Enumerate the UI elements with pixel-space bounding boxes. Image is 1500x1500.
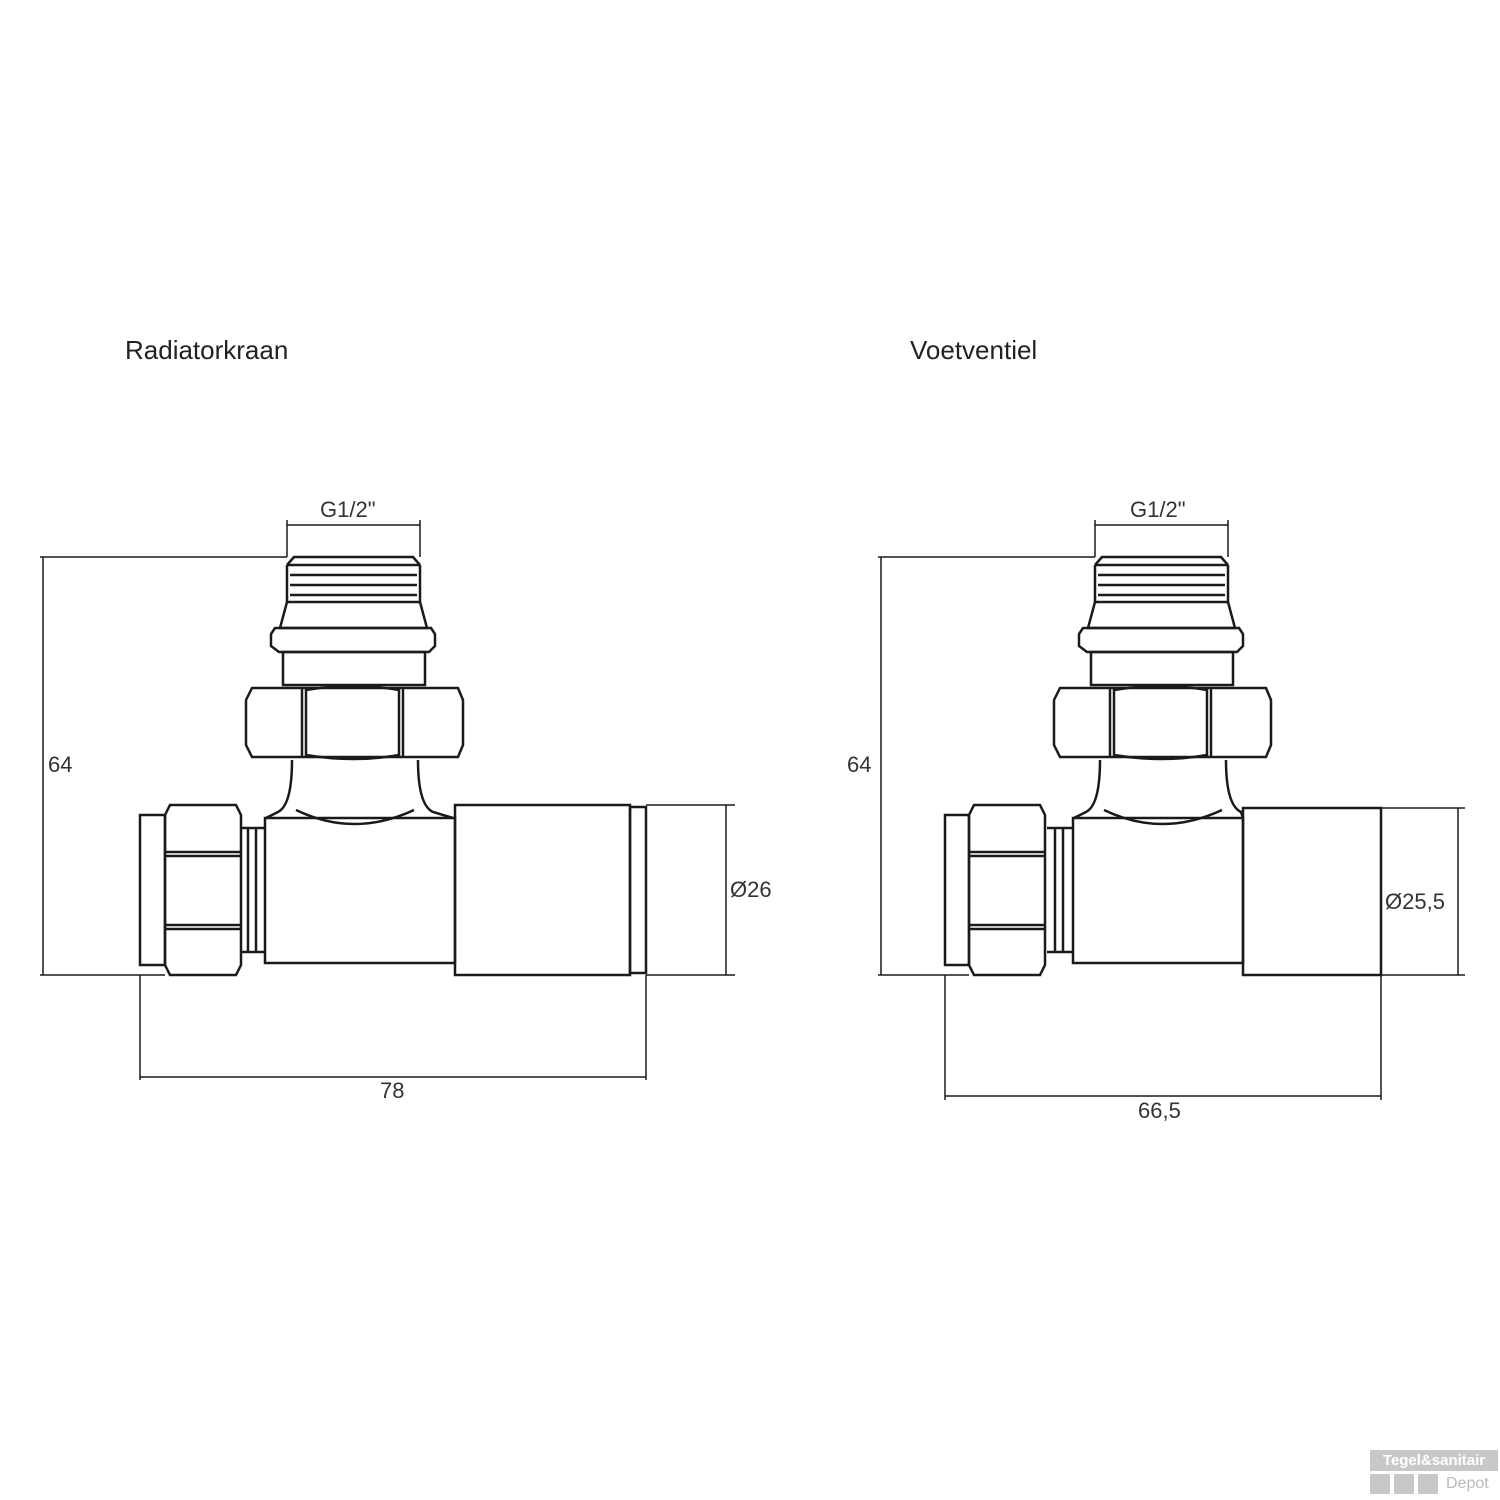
height-dimension-label: 64 <box>48 752 73 777</box>
square-icon <box>1394 1474 1414 1494</box>
drawing-title-voetventiel: Voetventiel <box>910 335 1038 365</box>
length-dimension-label: 78 <box>380 1078 405 1103</box>
length-dimension-label: 66,5 <box>1138 1098 1181 1123</box>
square-icon <box>1418 1474 1438 1494</box>
watermark-logo: Tegel&sanitair Depot <box>1370 1450 1498 1494</box>
watermark-brand: Tegel&sanitair <box>1370 1450 1498 1471</box>
thread-size-label: G1/2" <box>1130 497 1186 522</box>
watermark-depot: Depot <box>1446 1475 1489 1492</box>
voetventiel-drawing <box>878 520 1465 1100</box>
radiatorkraan-drawing <box>40 520 735 1080</box>
drawing-title-radiatorkraan: Radiatorkraan <box>125 335 289 365</box>
diameter-dimension-label: Ø26 <box>730 877 772 902</box>
height-dimension-label: 64 <box>847 752 872 777</box>
thread-size-label: G1/2" <box>320 497 376 522</box>
drop-icon <box>1370 1474 1390 1494</box>
diameter-dimension-label: Ø25,5 <box>1385 889 1445 914</box>
